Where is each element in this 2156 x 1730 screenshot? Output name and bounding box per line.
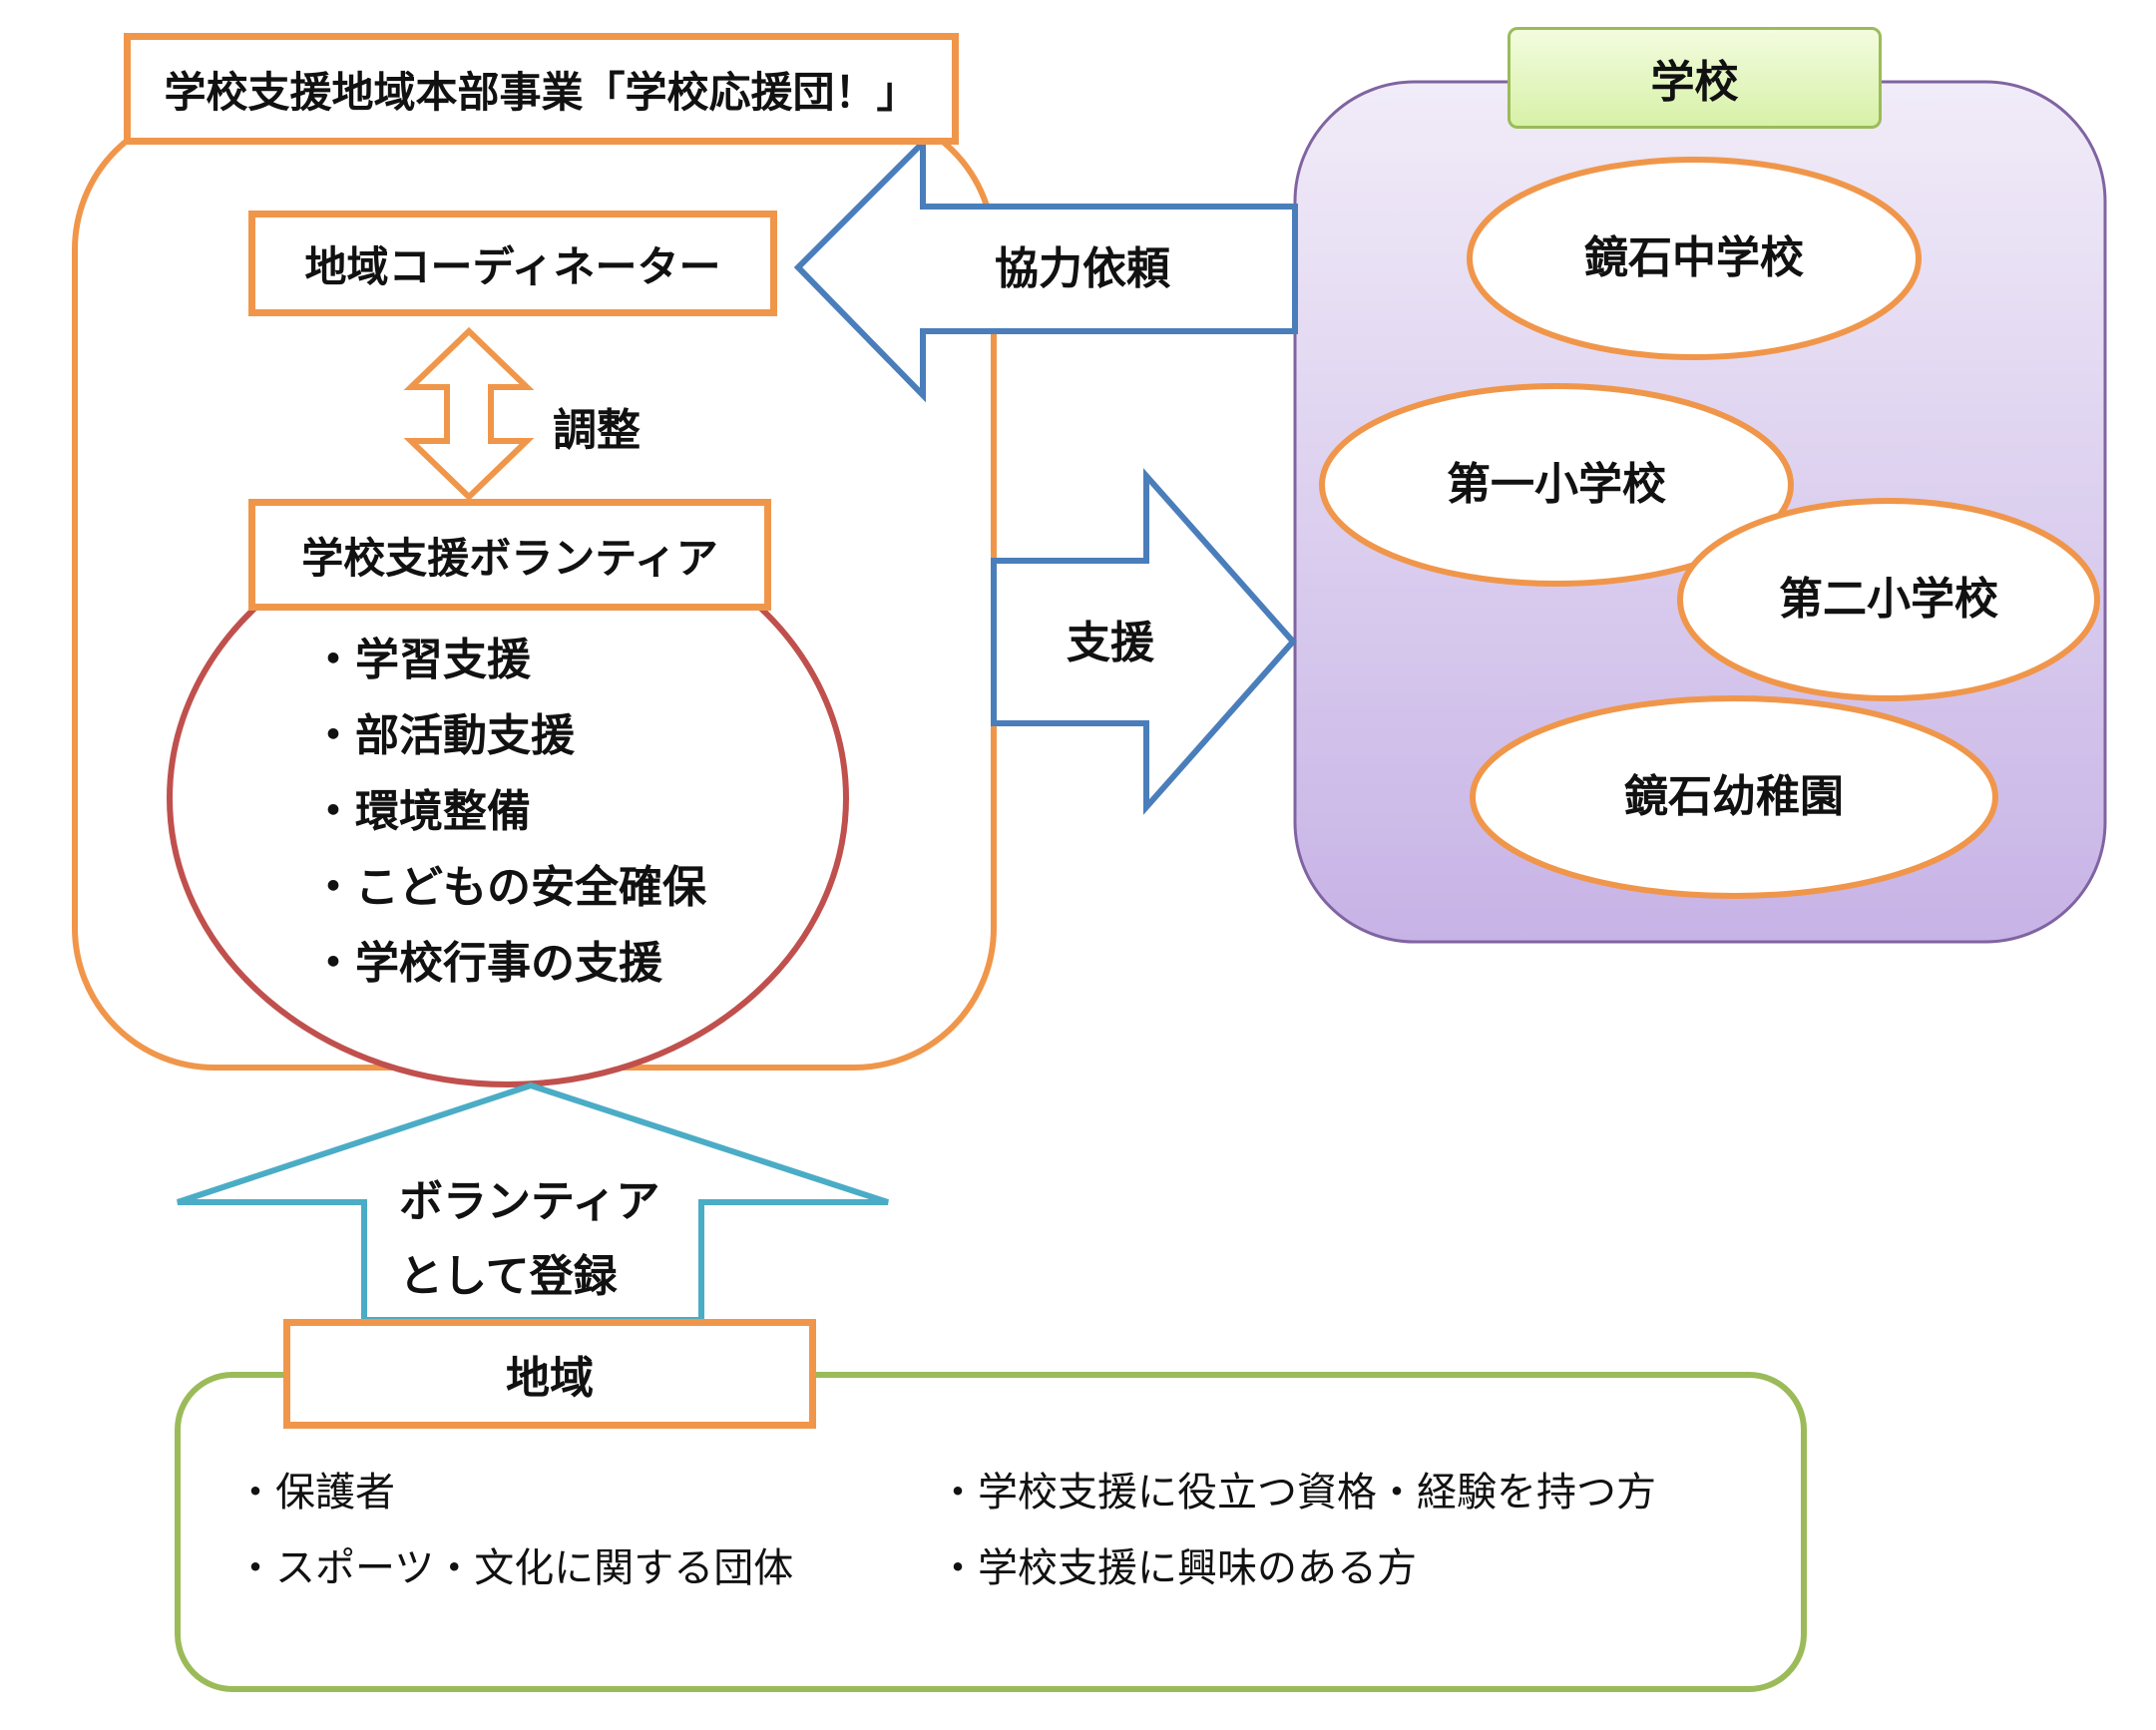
school-ellipse-2 [1319, 383, 1794, 587]
activity-item: ・学校行事の支援 [311, 938, 662, 989]
coordinator-label: 地域コーディネーター [304, 241, 721, 291]
community-container [175, 1372, 1807, 1692]
register-label-line2: として登録 [399, 1251, 618, 1302]
school-name-1: 鏡石中学校 [1584, 232, 1804, 283]
community-item: ・学校支援に興味のある方 [938, 1545, 1417, 1591]
adjust-label: 調整 [553, 405, 641, 456]
community-right-list: ・学校支援に役立つ資格・経験を持つ方 ・学校支援に興味のある方 [938, 1455, 1656, 1606]
community-item: ・スポーツ・文化に関する団体 [235, 1545, 794, 1591]
support-arrow [991, 468, 1298, 815]
school-ellipse-1 [1467, 157, 1922, 360]
volunteer-box: 学校支援ボランティア [248, 499, 771, 611]
community-item: ・保護者 [235, 1470, 395, 1515]
activities-list: ・学習支援 ・部活動支援 ・環境整備 ・こどもの安全確保 ・学校行事の支援 [311, 623, 706, 1002]
program-title-box: 学校支援地域本部事業「学校応援団！」 [124, 33, 959, 145]
community-title-box: 地域 [283, 1319, 816, 1429]
coordinator-box: 地域コーディネーター [248, 211, 777, 316]
school-name-3: 第二小学校 [1779, 574, 1998, 625]
support-label: 支援 [1067, 618, 1154, 668]
adjust-double-arrow [403, 326, 535, 502]
school-name-4: 鏡石幼稚園 [1624, 771, 1844, 822]
schools-title-box: 学校 [1508, 27, 1882, 129]
program-title: 学校支援地域本部事業「学校応援団！」 [164, 67, 919, 117]
request-label: 協力依頼 [995, 243, 1170, 294]
schools-title: 学校 [1650, 57, 1739, 108]
activity-item: ・こどもの安全確保 [311, 862, 706, 913]
activity-item: ・部活動支援 [311, 710, 575, 761]
community-left-list: ・保護者 ・スポーツ・文化に関する団体 [235, 1455, 793, 1606]
activity-item: ・学習支援 [311, 635, 531, 685]
volunteer-label: 学校支援ボランティア [301, 533, 718, 583]
community-title: 地域 [506, 1353, 594, 1404]
community-item: ・学校支援に役立つ資格・経験を持つ方 [938, 1470, 1656, 1515]
school-ellipse-4 [1470, 695, 1998, 899]
school-ellipse-3 [1677, 498, 2100, 701]
register-label-line1: ボランティア [399, 1176, 660, 1227]
request-arrow [793, 135, 1298, 403]
activity-item: ・環境整備 [311, 786, 531, 837]
school-name-2: 第一小学校 [1447, 459, 1666, 510]
